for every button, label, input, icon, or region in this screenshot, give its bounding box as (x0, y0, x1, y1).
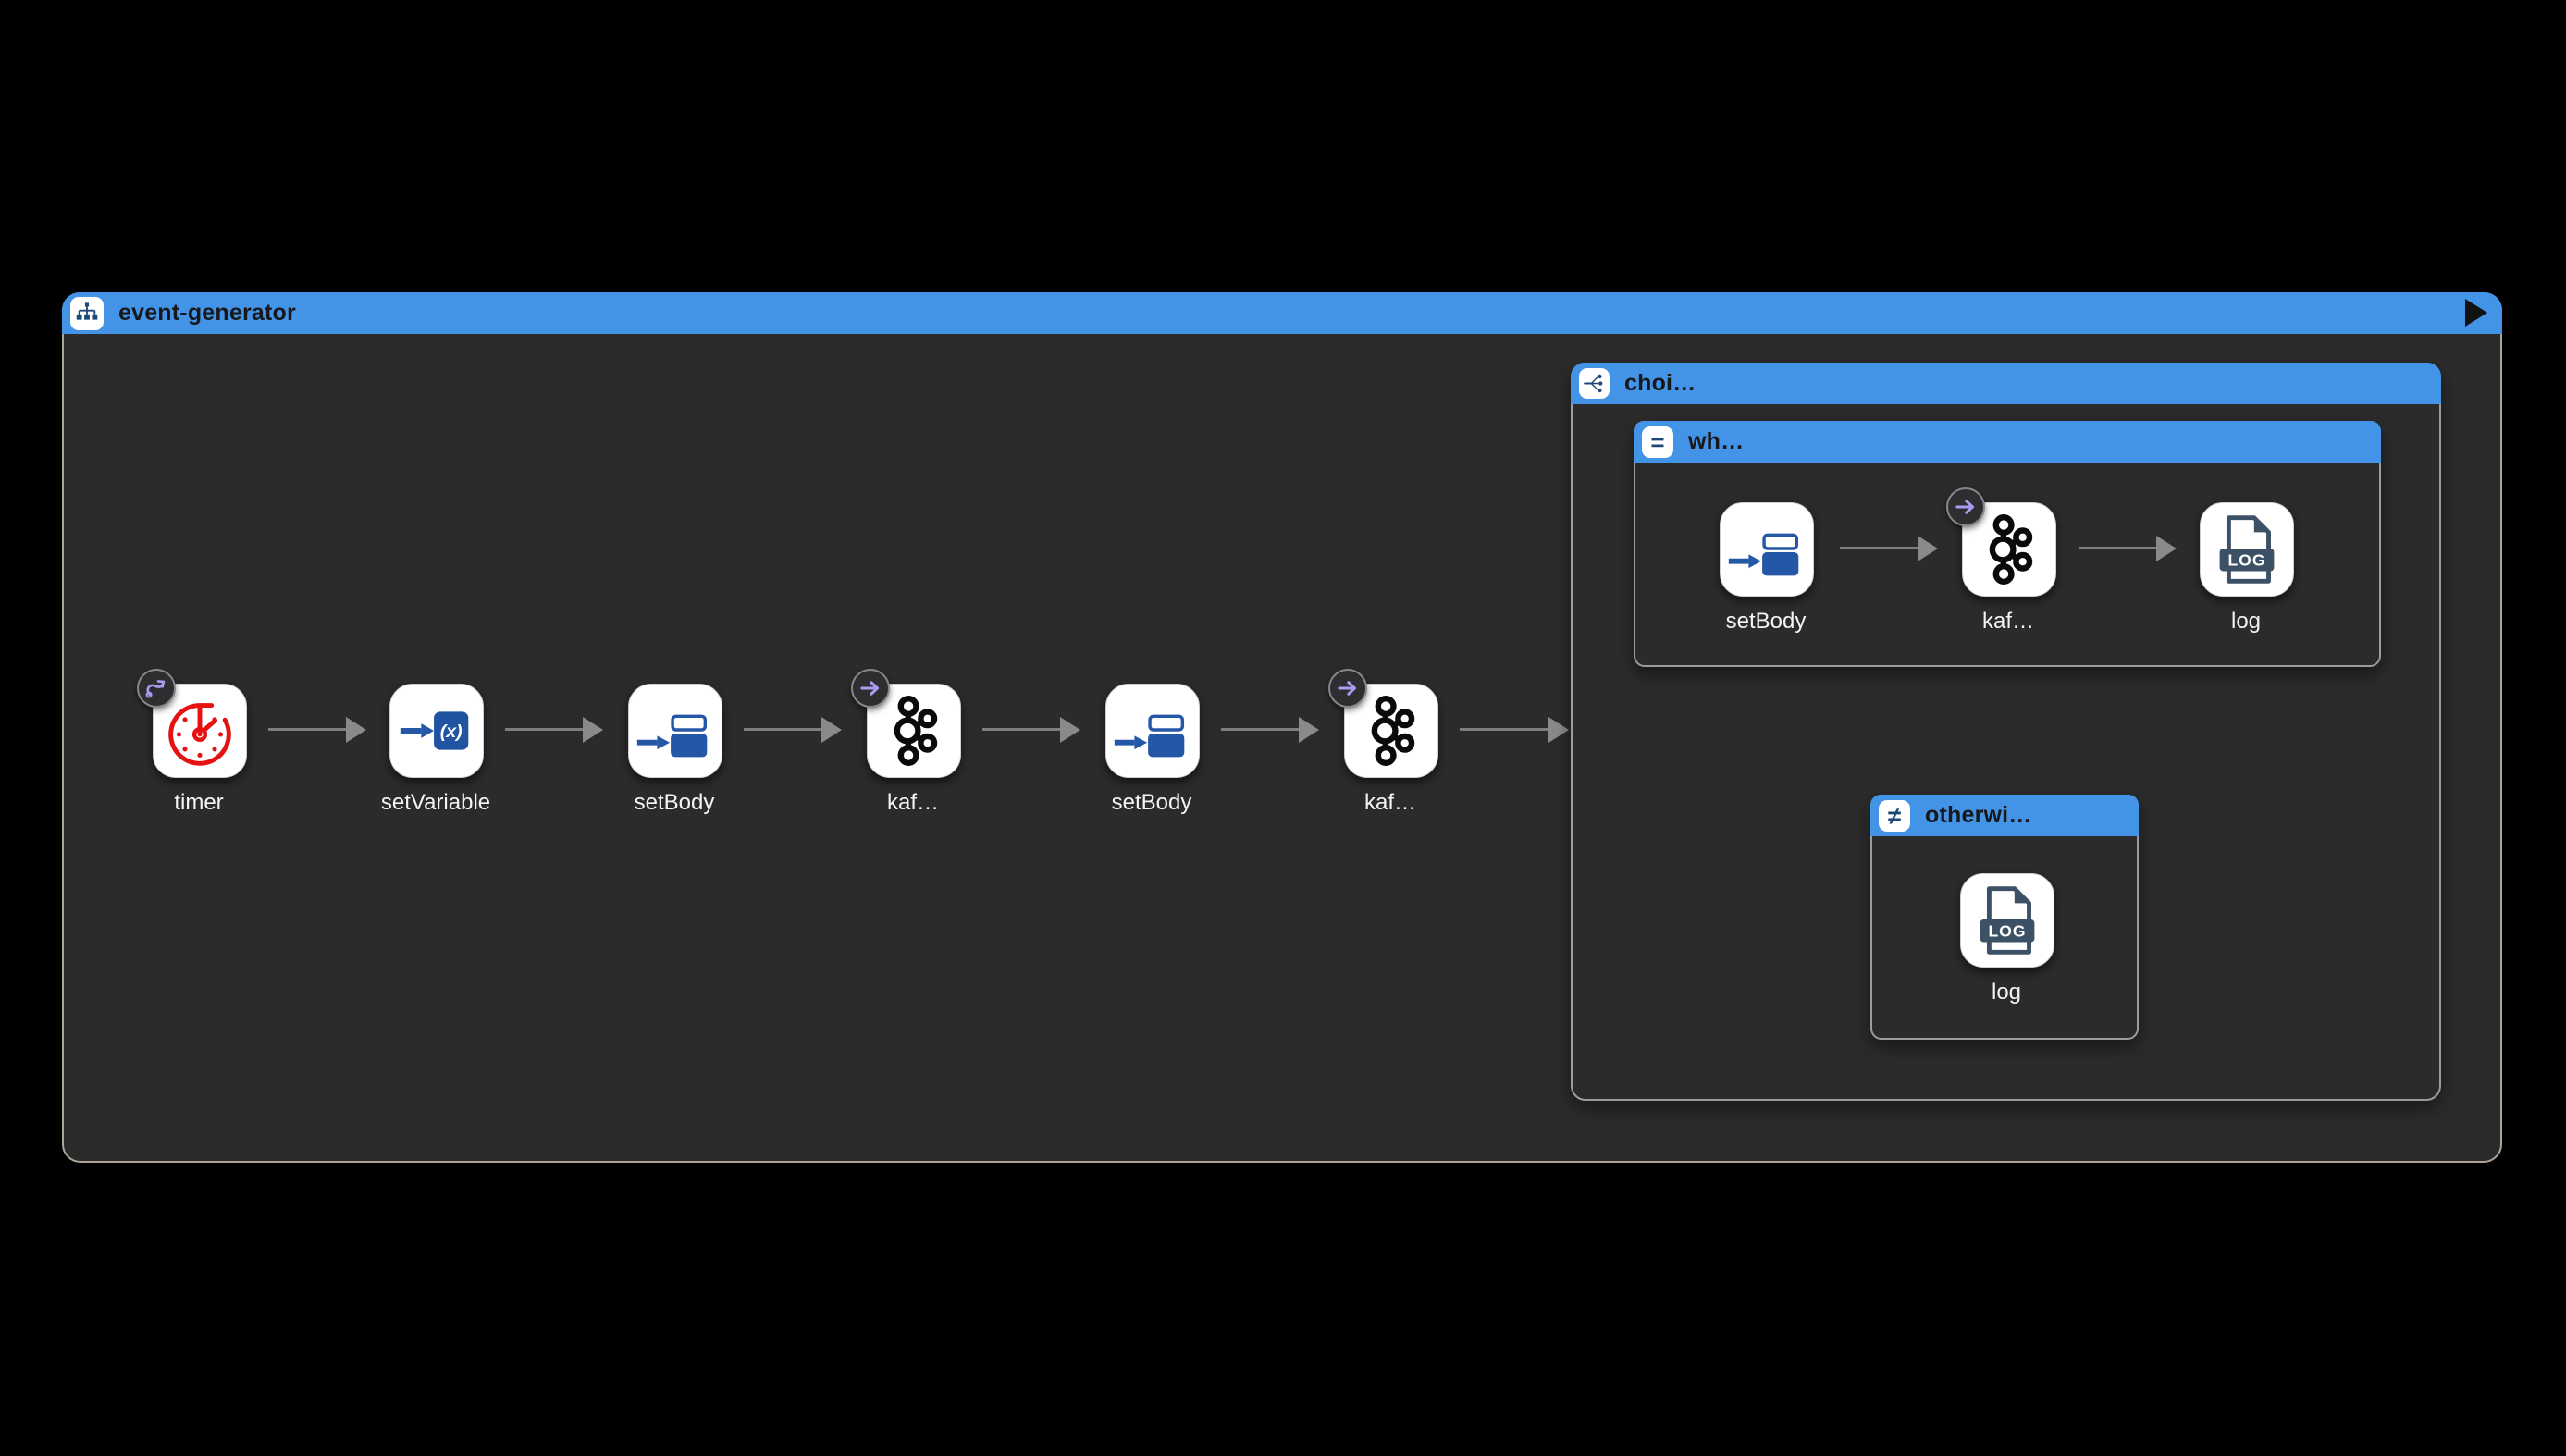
step-label-kafka-1: kaf… (886, 790, 939, 815)
kafka-icon (894, 696, 938, 766)
arrow-right-badge-icon (851, 669, 890, 708)
set-variable-text: (x) (440, 722, 463, 742)
log-icon: LOG (1980, 886, 2035, 955)
set-body-icon (1114, 714, 1185, 758)
play-button[interactable] (2465, 299, 2487, 327)
when-title: wh… (1688, 428, 1745, 454)
step-setbody-2[interactable] (1105, 684, 1200, 778)
kafka-icon (1371, 696, 1415, 766)
arrow-right-badge-icon (1328, 669, 1367, 708)
choice-title: choi… (1624, 370, 1696, 396)
arrow-right-badge-icon (1946, 487, 1985, 526)
step-setbody-1[interactable] (628, 684, 722, 778)
step-when-setbody[interactable] (1720, 502, 1814, 597)
choice-header[interactable]: choi… (1571, 363, 2441, 404)
route-container[interactable]: event-generator (62, 292, 2502, 1163)
equals-icon: = (1642, 426, 1673, 458)
flow-arrow-head (2156, 536, 2177, 561)
step-label-kafka-2: kaf… (1363, 790, 1416, 815)
flow-arrow-head (346, 717, 366, 743)
flow-arrow-line (268, 728, 346, 731)
route-badge-icon (137, 669, 176, 708)
flow-arrow-head (821, 717, 842, 743)
route-title: event-generator (118, 300, 296, 326)
flow-arrow-line (1460, 728, 1548, 731)
step-when-kafka[interactable] (1962, 502, 2056, 597)
set-variable-icon: (x) (400, 711, 469, 750)
step-label-when-setbody: setBody (1725, 609, 1807, 634)
flow-arrow-line (2079, 547, 2156, 549)
choice-icon (1579, 368, 1610, 399)
otherwise-symbol: ≠ (1887, 801, 1902, 830)
log-icon: LOG (2219, 515, 2275, 584)
when-container[interactable]: = wh… setBody (1634, 421, 2381, 667)
flow-arrow-head (583, 717, 603, 743)
step-when-log[interactable]: LOG (2200, 502, 2294, 597)
kafka-icon (1989, 514, 2033, 585)
log-icon-text: LOG (1988, 922, 2026, 941)
step-label-setvariable: setVariable (380, 790, 491, 815)
flow-arrow-line (744, 728, 821, 731)
flow-arrow-head (1918, 536, 1938, 561)
step-label-setbody-1: setBody (634, 790, 715, 815)
step-label-setbody-2: setBody (1111, 790, 1192, 815)
step-otherwise-log[interactable]: LOG (1960, 873, 2054, 968)
flow-arrow-line (982, 728, 1060, 731)
step-setvariable[interactable]: (x) (389, 684, 484, 778)
log-icon-text: LOG (2227, 551, 2265, 570)
otherwise-title: otherwi… (1925, 802, 2032, 828)
step-timer[interactable] (153, 684, 247, 778)
route-header[interactable]: event-generator (62, 292, 2502, 334)
flow-arrow-head (1299, 717, 1319, 743)
flow-arrow-line (505, 728, 583, 731)
otherwise-container[interactable]: ≠ otherwi… LOG log (1870, 795, 2139, 1040)
step-label-timer: timer (174, 790, 224, 815)
flow-arrow-line (1840, 547, 1918, 549)
flow-arrow-head (1060, 717, 1080, 743)
set-body-icon (1728, 533, 1799, 576)
when-symbol: = (1650, 427, 1665, 456)
not-equals-icon: ≠ (1879, 799, 1910, 832)
set-body-icon (636, 714, 708, 758)
step-label-when-log: log (2230, 609, 2262, 634)
integration-icon (70, 296, 104, 330)
flow-arrow-line (1221, 728, 1299, 731)
otherwise-header[interactable]: ≠ otherwi… (1870, 795, 2139, 836)
choice-container[interactable]: choi… = wh… (1571, 363, 2441, 1101)
step-label-otherwise-log: log (1991, 980, 2022, 1005)
step-label-when-kafka: kaf… (1981, 609, 2034, 634)
when-header[interactable]: = wh… (1634, 421, 2381, 463)
timer-icon (168, 703, 231, 766)
flow-arrow-head (1548, 717, 1569, 743)
